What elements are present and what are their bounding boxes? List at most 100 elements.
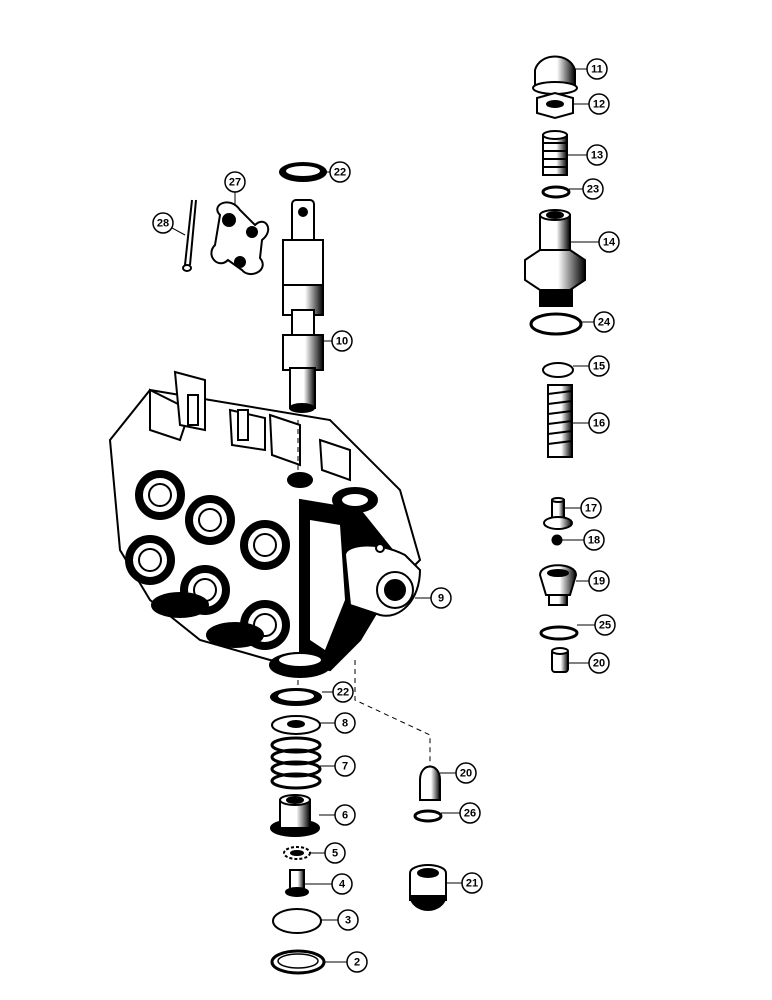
washer: [271, 715, 321, 735]
callout-12-hex-nut: 12: [573, 93, 610, 115]
o-ring-23: [541, 185, 571, 199]
callout-number: 24: [598, 317, 611, 329]
acorn-nut: [532, 55, 578, 95]
callout-circle: [588, 570, 610, 592]
callout-circle: [224, 171, 246, 193]
callout-circle: [580, 497, 602, 519]
callout-circle: [588, 355, 610, 377]
valve-body: [108, 370, 422, 678]
callout-number: 26: [464, 808, 476, 820]
o-ring-bottom: [270, 688, 322, 706]
spring: [270, 736, 322, 790]
callout-circle: [459, 802, 481, 824]
lock-washer: [283, 846, 311, 860]
callout-number: 25: [599, 620, 611, 632]
callout-circle: [337, 909, 359, 931]
callout-circle: [324, 842, 346, 864]
callout-number: 22: [337, 687, 349, 699]
callout-number: 7: [342, 761, 348, 773]
callout-circle: [593, 311, 615, 333]
callout-11-acorn-nut: 11: [575, 58, 608, 80]
link: [210, 201, 270, 276]
callout-circle: [586, 58, 608, 80]
callout-14-relief-valve-body: 14: [570, 231, 620, 253]
callout-circle: [598, 231, 620, 253]
callout-circle: [455, 762, 477, 784]
seat: [542, 362, 574, 378]
callout-circle: [334, 804, 356, 826]
screw: [285, 869, 309, 897]
callout-3-disc: 3: [321, 909, 359, 931]
hex-nut: [536, 91, 574, 120]
callout-6-spring-cap: 6: [319, 804, 356, 826]
callout-number: 3: [345, 915, 351, 927]
callout-19-check-seat: 19: [576, 570, 610, 592]
callout-number: 8: [342, 718, 348, 730]
callout-number: 10: [336, 336, 348, 348]
callout-circle: [332, 681, 354, 703]
callout-circle: [430, 587, 452, 609]
check-seat: [538, 564, 578, 606]
callout-number: 12: [593, 99, 605, 111]
callout-24-gasket: 24: [581, 311, 615, 333]
callout-21-knurled-plug: 21: [446, 872, 483, 894]
callout-20-plug: 20: [440, 762, 477, 784]
callout-number: 28: [157, 218, 169, 230]
callout-number: 16: [593, 418, 605, 430]
callout-13-adjusting-screw: 13: [567, 144, 608, 166]
callout-number: 9: [438, 593, 444, 605]
plug-right: [551, 647, 569, 673]
callout-circle: [331, 873, 353, 895]
callout-8-washer: 8: [320, 712, 356, 734]
callout-17-poppet: 17: [564, 497, 602, 519]
callout-number: 2: [354, 957, 360, 969]
callout-16-relief-spring: 16: [572, 412, 610, 434]
o-ring-25: [539, 625, 579, 641]
callout-number: 20: [460, 768, 472, 780]
callout-circle: [583, 529, 605, 551]
callout-27-link: 27: [224, 171, 246, 205]
callout-9-valve-body: 9: [415, 587, 452, 609]
callout-circle: [594, 614, 616, 636]
callout-15-seat: 15: [573, 355, 610, 377]
cotter-pin: [182, 199, 197, 272]
callout-circle: [461, 872, 483, 894]
callout-circle: [588, 93, 610, 115]
adjusting-screw: [542, 130, 568, 176]
callout-circle: [334, 755, 356, 777]
callout-20-plug: 20: [568, 652, 610, 674]
callout-circle: [346, 951, 368, 973]
callout-circle: [588, 652, 610, 674]
callout-circle: [582, 178, 604, 200]
spring-cap: [270, 794, 320, 837]
callout-number: 23: [587, 184, 599, 196]
relief-spring: [547, 384, 573, 458]
callout-number: 15: [593, 361, 605, 373]
callout-circle: [586, 144, 608, 166]
callout-2-snap-ring: 2: [324, 951, 368, 973]
callout-number: 5: [332, 848, 338, 860]
callout-22-o-ring: 22: [322, 681, 354, 703]
callout-5-lock-washer: 5: [310, 842, 346, 864]
callout-28-cotter-pin: 28: [152, 212, 186, 236]
o-ring-26: [413, 809, 443, 823]
callouts: 2345678910111213141516171819202021222223…: [152, 58, 620, 973]
callout-number: 17: [585, 503, 597, 515]
ball: [551, 534, 563, 546]
callout-7-spring: 7: [320, 755, 356, 777]
callout-26-o-ring: 26: [441, 802, 481, 824]
callout-number: 14: [603, 237, 616, 249]
callout-10-spool: 10: [323, 330, 353, 352]
knurled-plug: [409, 864, 447, 911]
plug-lower: [419, 765, 441, 801]
callout-number: 18: [588, 535, 600, 547]
callout-number: 21: [466, 878, 478, 890]
callout-25-o-ring: 25: [577, 614, 616, 636]
callout-number: 27: [229, 177, 241, 189]
poppet: [543, 497, 573, 530]
callout-number: 19: [593, 576, 605, 588]
callout-circle: [588, 412, 610, 434]
callout-circle: [329, 161, 351, 183]
callout-number: 22: [334, 167, 346, 179]
snap-ring: [270, 949, 326, 975]
